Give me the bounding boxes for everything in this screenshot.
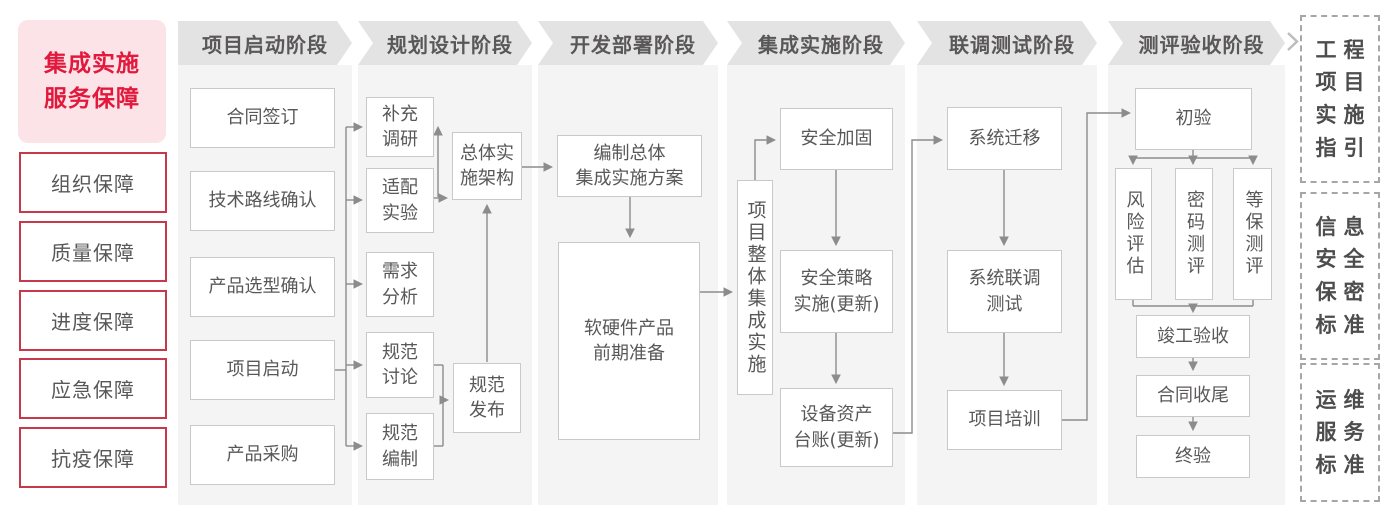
guarantee-schedule: 进度保障 [19,290,167,351]
phase-joint-testing: 联调测试阶段 [917,21,1097,65]
node-security-hardening: 安全加固 [780,108,893,170]
node-asset-ledger-update: 设备资产 台账(更新) [780,388,893,467]
node-system-joint-debugging-test: 系统联调 测试 [947,250,1062,333]
node-tech-route-confirm: 技术路线确认 [190,171,335,231]
sidebar-title: 集成实施 服务保障 [18,20,166,143]
node-overall-implementation-architecture: 总体实 施架构 [452,132,522,200]
node-overall-integration-plan: 编制总体 集成实施方案 [557,135,702,197]
node-spec-release: 规范 发布 [453,363,521,433]
guarantee-epidemic: 抗疫保障 [19,427,167,488]
phase-evaluation-acceptance: 测评验收阶段 [1108,21,1285,65]
node-initial-acceptance: 初验 [1135,88,1252,150]
node-spec-drafting: 规范 编制 [366,413,434,480]
standard-om-service: 运维 服务 标准 [1300,363,1380,502]
node-contract-closure: 合同收尾 [1136,375,1250,417]
standard-project-implementation-guide: 工程 项目 实施 指引 [1300,15,1380,183]
node-project-training: 项目培训 [947,390,1062,450]
node-system-migration: 系统迁移 [947,107,1062,170]
phase-project-initiation: 项目启动阶段 [178,21,352,65]
node-spec-discussion: 规范 讨论 [366,332,434,398]
node-product-selection-confirm: 产品选型确认 [190,257,335,317]
phase-planning-design: 规划设计阶段 [358,21,532,65]
node-supplementary-research: 补充 调研 [366,97,434,157]
node-project-kickoff: 项目启动 [190,340,335,400]
phase-dev-deployment: 开发部署阶段 [538,21,718,65]
guarantee-organization: 组织保障 [19,152,167,213]
node-contract-signing: 合同签订 [190,88,335,148]
guarantee-quality: 质量保障 [19,221,167,282]
phase-integration-implementation: 集成实施阶段 [727,21,905,65]
node-completion-acceptance: 竣工验收 [1136,315,1250,358]
guarantee-emergency: 应急保障 [19,358,167,419]
node-classified-protection-evaluation: 等保测评 [1233,168,1272,300]
node-risk-assessment: 风险评估 [1115,168,1152,300]
node-crypto-evaluation: 密码测评 [1175,168,1213,300]
standard-info-security-confidentiality: 信息 安全 保密 标准 [1300,192,1380,360]
node-adaptation-experiment: 适配 实验 [366,168,434,233]
node-security-policy-implementation: 安全策略 实施(更新) [780,250,893,333]
node-final-acceptance: 终验 [1136,435,1250,478]
node-hw-sw-preparation: 软硬件产品 前期准备 [558,242,700,440]
node-product-procurement: 产品采购 [190,425,335,485]
node-overall-project-integration: 项目整体集成实施 [737,180,773,395]
node-requirements-analysis: 需求 分析 [366,252,434,317]
